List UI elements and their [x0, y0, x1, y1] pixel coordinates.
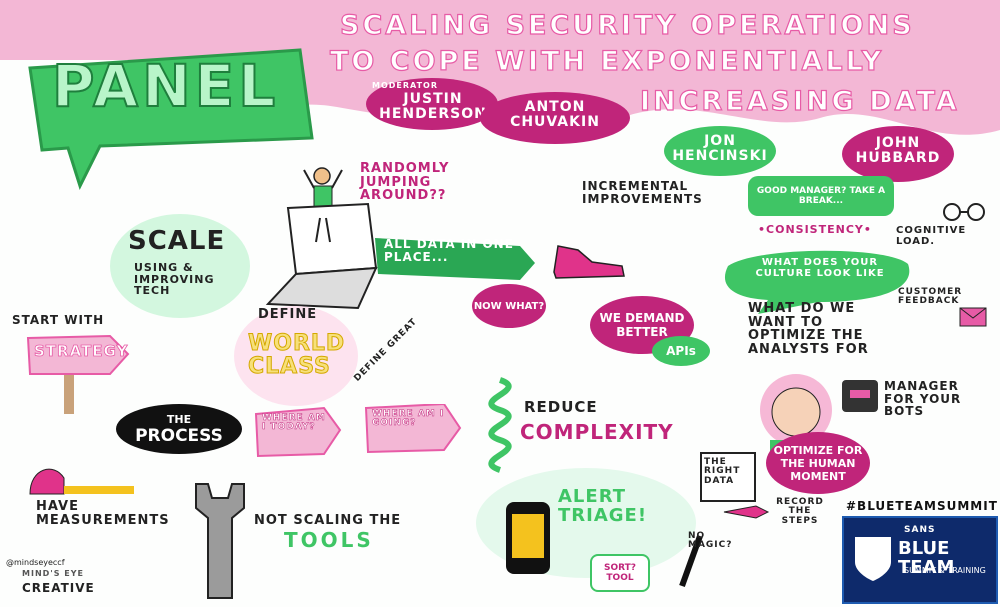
define-note: DEFINE: [258, 307, 318, 322]
process-the: THE: [166, 412, 192, 426]
customer-feedback-note: CUSTOMER FEEDBACK: [898, 287, 963, 307]
title-banner-bg: [0, 0, 1000, 135]
panelist-bubble-4: [842, 126, 954, 182]
process-label: PROCESS: [135, 425, 223, 446]
magic-wand-icon: [679, 534, 703, 588]
sort-tool-note: SORT? TOOL: [590, 554, 650, 592]
optimize-human-bubble: OPTIMIZE FOR THE HUMAN MOMENT: [766, 432, 870, 494]
good-manager-note: GOOD MANAGER? TAKE A BREAK...: [748, 176, 894, 216]
panelist-bubble-3: [664, 126, 776, 176]
scale-title: SCALE: [128, 226, 226, 256]
process-bubble: THE PROCESS: [116, 404, 242, 454]
spring-arrow-icon: [488, 377, 512, 473]
optimize-question-note: WHAT DO WE WANT TO OPTIMIZE THE ANALYSTS…: [748, 301, 869, 357]
panelist-4: JOHN HUBBARD: [855, 135, 941, 166]
now-what-bubble: NOW WHAT?: [472, 284, 546, 328]
where-going-note: WHERE AM I GOING?: [372, 409, 445, 429]
scale-bubble: [110, 214, 250, 318]
studio-name-2: CREATIVE: [22, 581, 95, 595]
strategy-sign-shape: [26, 334, 130, 414]
crest-logo: [853, 535, 893, 584]
pen-icon: [723, 505, 770, 519]
panel-badge: PANEL: [51, 52, 280, 120]
no-magic-note: NO MAGIC?: [688, 531, 733, 551]
panelist-3: JON HENCINSKI: [672, 133, 768, 164]
not-scaling-note: NOT SCALING THE: [254, 513, 402, 528]
complexity-note: COMPLEXITY: [520, 420, 674, 444]
where-today-note: WHERE AM I TODAY?: [262, 413, 326, 433]
culture-bubble-shape: [724, 250, 910, 314]
reduce-note: REDUCE: [524, 398, 598, 416]
panel-badge-shape: [28, 48, 314, 190]
world-class-note: WORLD CLASS: [248, 331, 346, 380]
apis-bubble: APIs: [652, 336, 710, 366]
strategy-sign: STRATEGY: [34, 342, 129, 360]
panelist-bubble-1: [366, 78, 498, 130]
all-data-banner-shape: [375, 238, 535, 280]
moderator-tag: MODERATOR: [372, 81, 439, 90]
title-line-2: TO COPE WITH EXPONENTIALLY: [329, 46, 885, 77]
have-measurements-note: HAVE MEASUREMENTS: [36, 499, 170, 528]
right-data-box: [700, 452, 756, 502]
consistency-note: •CONSISTENCY•: [758, 223, 872, 236]
tools-note: TOOLS: [284, 528, 374, 552]
blue-team-label: BLUE TEAM: [898, 538, 955, 578]
sneaker-icon: [553, 245, 625, 279]
alert-triage-note: ALERT TRIAGE!: [558, 486, 648, 526]
envelope-icon: [959, 307, 987, 327]
panelist-1: JUSTIN HENDERSON: [379, 91, 487, 122]
culture-note: WHAT DOES YOUR CULTURE LOOK LIKE: [755, 257, 885, 279]
direction-signs-shape: [254, 404, 462, 458]
manager-bots-note: MANAGER FOR YOUR BOTS: [884, 379, 962, 419]
wrench-icon: [195, 483, 245, 599]
panelist-bubble-2: [480, 92, 630, 144]
title-line-1: SCALING SECURITY OPERATIONS: [339, 10, 915, 41]
studio-name-1: MIND'S EYE: [22, 569, 84, 578]
hashtag: #BLUETEAMSUMMIT: [846, 499, 998, 513]
cognitive-load-note: COGNITIVE LOAD.: [896, 225, 967, 247]
robot-icon: [842, 380, 878, 412]
title-line-3: INCREASING DATA: [639, 86, 960, 117]
record-steps-note: RECORD THE STEPS: [776, 497, 824, 526]
glasses-icon: [943, 203, 985, 221]
world-class-bubble: [234, 306, 358, 406]
laptop-person-illustration: [265, 167, 378, 310]
sans-label: SANS: [904, 525, 936, 535]
all-data-note: ALL DATA IN ONE PLACE...: [384, 237, 514, 264]
randomly-note: RANDOMLY JUMPING AROUND??: [360, 161, 450, 204]
artist-handle: @mindseyeccf: [6, 558, 65, 567]
incremental-note: INCREMENTAL IMPROVEMENTS: [582, 179, 703, 206]
panelist-2: ANTON CHUVAKIN: [510, 99, 600, 130]
right-data-note: THE RIGHT DATA: [704, 457, 741, 486]
phone-icon: [506, 502, 550, 574]
scale-subtitle: USING & IMPROVING TECH: [134, 261, 215, 298]
tape-measure-icon: [29, 468, 134, 495]
define-great-note: DEFINE GREAT: [352, 316, 420, 384]
start-with-note: START WITH: [12, 313, 105, 327]
summit-label: SUMMIT & TRAINING: [904, 566, 986, 575]
